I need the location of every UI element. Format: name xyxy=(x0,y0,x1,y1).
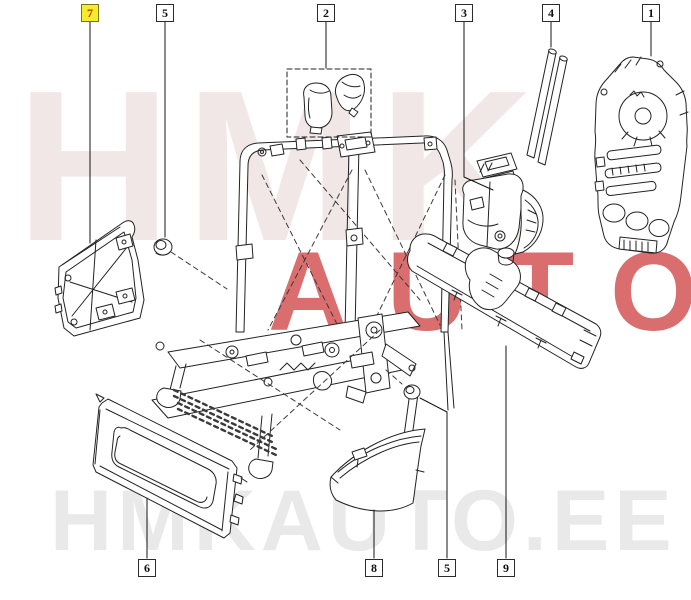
callout-1-top[interactable]: 1 xyxy=(642,4,660,22)
part-1-recliner-shield-drawing xyxy=(594,56,689,254)
callout-9-bottom[interactable]: 9 xyxy=(497,559,515,577)
callout-5-top[interactable]: 5 xyxy=(156,4,174,22)
callout-3-top[interactable]: 3 xyxy=(455,4,473,22)
part-7-side-panel-drawing xyxy=(54,220,145,337)
part-9-sill-trim-drawing xyxy=(407,233,602,369)
part-5-grommet-bottom-drawing xyxy=(385,369,421,400)
callout-8-bottom[interactable]: 8 xyxy=(365,559,383,577)
leader-line-3 xyxy=(463,21,494,191)
callout-leader-lines xyxy=(89,21,652,559)
part-8-side-trim-drawing xyxy=(329,428,426,512)
part-3-latch-mechanism-drawing xyxy=(462,152,544,266)
part-2-dashed-box xyxy=(286,68,372,138)
seat-backrest-frame-drawing xyxy=(235,131,463,333)
part-4-headrest-rods-drawing xyxy=(526,48,568,166)
leader-line-5 xyxy=(419,397,448,559)
callout-7-top[interactable]: 7 xyxy=(81,4,99,22)
callout-5-bottom[interactable]: 5 xyxy=(438,559,456,577)
part-5-grommet-top-drawing xyxy=(153,238,228,290)
callout-4-top[interactable]: 4 xyxy=(542,4,560,22)
seat-base-frame-drawing xyxy=(151,311,455,479)
callout-6-bottom[interactable]: 6 xyxy=(138,559,156,577)
callout-2-top[interactable]: 2 xyxy=(317,4,335,22)
part-6-front-panel-drawing xyxy=(92,393,248,539)
